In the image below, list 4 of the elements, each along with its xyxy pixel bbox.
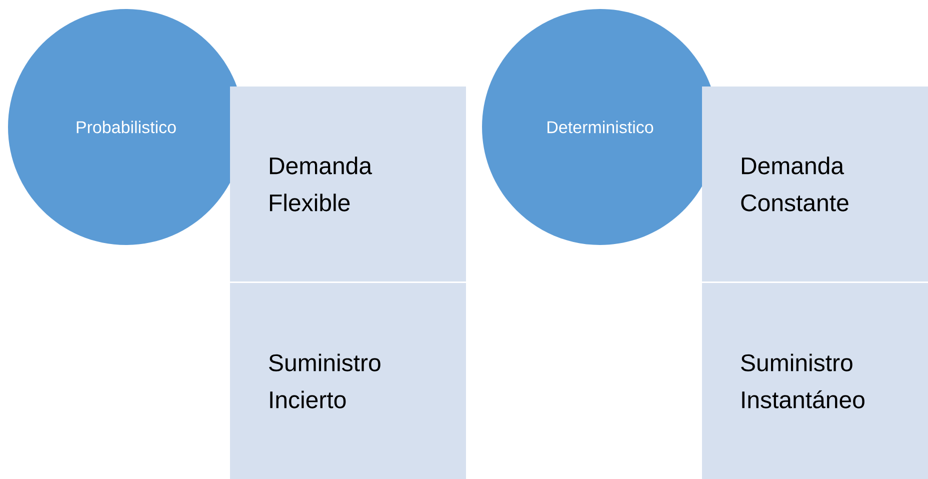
panel-box: Suministro Instantáneo [702, 283, 928, 479]
panel-box: Demanda Constante [702, 86, 928, 282]
panel-box: Suministro Incierto [230, 283, 466, 479]
panel-box: Demanda Flexible [230, 86, 466, 282]
